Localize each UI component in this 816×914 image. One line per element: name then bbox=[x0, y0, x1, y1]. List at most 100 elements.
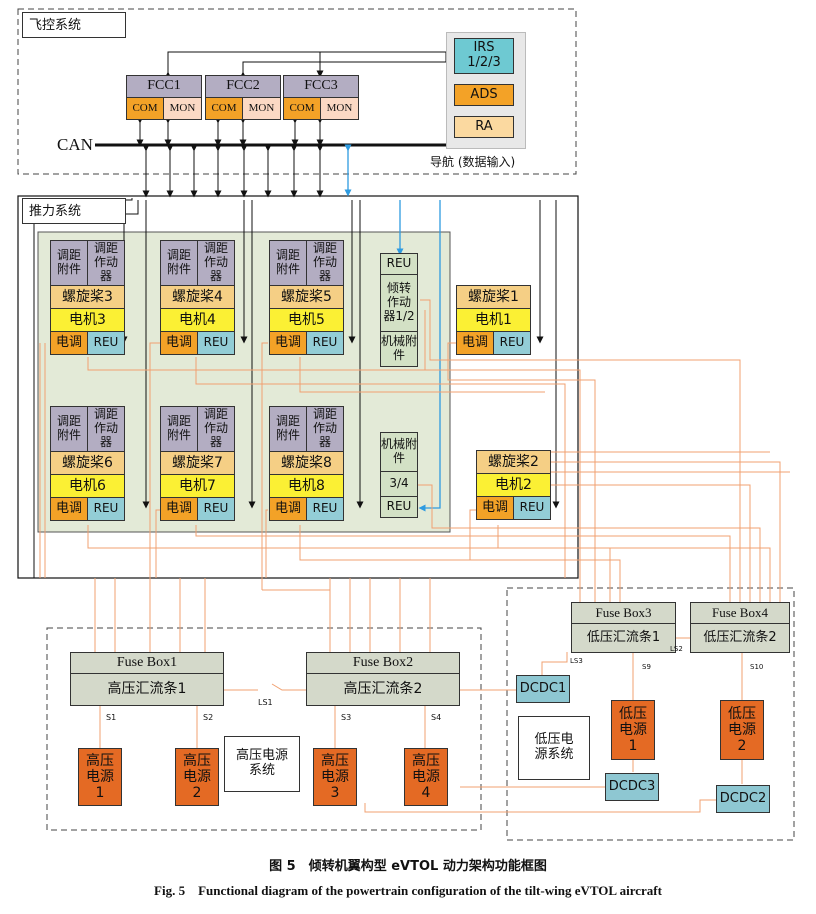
esc-8: 电调 bbox=[269, 497, 307, 521]
switch-s3: S3 bbox=[341, 713, 352, 722]
pitch-attachment-5: 调距附件 bbox=[269, 240, 307, 286]
lv-bus-2: 低压汇流条2 bbox=[690, 623, 790, 653]
lv-power-frame bbox=[506, 587, 795, 841]
esc-6: 电调 bbox=[50, 497, 88, 521]
esc-4: 电调 bbox=[160, 331, 198, 355]
pitch-attachment-6: 调距附件 bbox=[50, 406, 88, 452]
motor-3: 电机3 bbox=[50, 308, 125, 332]
pitch-actuator-5: 调距作动器 bbox=[306, 240, 344, 286]
fcc1-mon: MON bbox=[163, 97, 202, 120]
dcdc-3: DCDC3 bbox=[605, 773, 659, 801]
hv-bus-1: 高压汇流条1 bbox=[70, 673, 224, 706]
tilt-reu: REU bbox=[380, 253, 418, 275]
motor-6: 电机6 bbox=[50, 474, 125, 498]
hv-source-1: 高压电源1 bbox=[78, 748, 122, 806]
esc-3: 电调 bbox=[50, 331, 88, 355]
navigation-label: 导航 (数据输入) bbox=[430, 155, 516, 169]
tilt-attachment: 机械附件 bbox=[380, 331, 418, 367]
pitch-attachment-7: 调距附件 bbox=[160, 406, 198, 452]
propeller-3: 螺旋桨3 bbox=[50, 285, 125, 309]
propeller-6: 螺旋桨6 bbox=[50, 451, 125, 475]
propeller-2: 螺旋桨2 bbox=[476, 450, 551, 474]
pitch-attachment-3: 调距附件 bbox=[50, 240, 88, 286]
switch-ls2: LS2 bbox=[670, 645, 683, 653]
propulsion-frame bbox=[17, 195, 579, 579]
fcc3-com: COM bbox=[283, 97, 321, 120]
switch-s4: S4 bbox=[431, 713, 442, 722]
pitch-attachment-8: 调距附件 bbox=[269, 406, 307, 452]
reu-2: REU bbox=[513, 496, 551, 520]
reu-3: REU bbox=[87, 331, 125, 355]
esc-7: 电调 bbox=[160, 497, 198, 521]
irs-box: IRS 1/2/3 bbox=[454, 38, 514, 74]
switch-s1: S1 bbox=[106, 713, 117, 722]
can-bus-label: CAN bbox=[57, 135, 93, 154]
caption-cn: 图 5 倾转机翼构型 eVTOL 动力架构功能框图 bbox=[269, 859, 547, 874]
motor-5: 电机5 bbox=[269, 308, 344, 332]
switch-s2: S2 bbox=[203, 713, 214, 722]
motor-1: 电机1 bbox=[456, 308, 531, 332]
flight-control-label: 飞控系统 bbox=[22, 12, 126, 38]
propeller-8: 螺旋桨8 bbox=[269, 451, 344, 475]
caption-en: Fig. 5 Functional diagram of the powertr… bbox=[154, 883, 662, 898]
propeller-5: 螺旋桨5 bbox=[269, 285, 344, 309]
ads-box: ADS bbox=[454, 84, 514, 106]
hv-system-label: 高压电源系统 bbox=[224, 736, 300, 792]
lv-system-label: 低压电源系统 bbox=[518, 716, 590, 780]
dcdc-1: DCDC1 bbox=[516, 675, 570, 703]
fcc3-mon: MON bbox=[320, 97, 359, 120]
hv-source-2: 高压电源2 bbox=[175, 748, 219, 806]
switch-s9: S9 bbox=[642, 663, 651, 671]
fuse-box-3: Fuse Box3 bbox=[571, 602, 676, 624]
hv-power-frame bbox=[46, 627, 482, 831]
motor-4: 电机4 bbox=[160, 308, 235, 332]
hv-source-3: 高压电源3 bbox=[313, 748, 357, 806]
fuse-box-4: Fuse Box4 bbox=[690, 602, 790, 624]
mech-reu: REU bbox=[380, 496, 418, 518]
propeller-7: 螺旋桨7 bbox=[160, 451, 235, 475]
fcc1-box: FCC1 bbox=[126, 75, 202, 98]
mech-number: 3/4 bbox=[380, 471, 418, 497]
lv-source-1: 低压电源1 bbox=[611, 700, 655, 760]
hv-source-4: 高压电源4 bbox=[404, 748, 448, 806]
motor-8: 电机8 bbox=[269, 474, 344, 498]
lv-source-2: 低压电源2 bbox=[720, 700, 764, 760]
dcdc-2: DCDC2 bbox=[716, 785, 770, 813]
reu-6: REU bbox=[87, 497, 125, 521]
propulsion-label: 推力系统 bbox=[22, 198, 126, 224]
switch-s10: S10 bbox=[750, 663, 764, 671]
pitch-actuator-8: 调距作动器 bbox=[306, 406, 344, 452]
esc-1: 电调 bbox=[456, 331, 494, 355]
lv-bus-1: 低压汇流条1 bbox=[571, 623, 676, 653]
fcc3-box: FCC3 bbox=[283, 75, 359, 98]
fcc1-com: COM bbox=[126, 97, 164, 120]
fuse-box-2: Fuse Box2 bbox=[306, 652, 460, 674]
esc-2: 电调 bbox=[476, 496, 514, 520]
pitch-actuator-3: 调距作动器 bbox=[87, 240, 125, 286]
pitch-actuator-7: 调距作动器 bbox=[197, 406, 235, 452]
switch-ls1: LS1 bbox=[258, 698, 273, 707]
reu-8: REU bbox=[306, 497, 344, 521]
fcc2-mon: MON bbox=[242, 97, 281, 120]
reu-7: REU bbox=[197, 497, 235, 521]
motor-7: 电机7 bbox=[160, 474, 235, 498]
tilt-actuator: 倾转作动器1/2 bbox=[380, 274, 418, 332]
reu-4: REU bbox=[197, 331, 235, 355]
reu-1: REU bbox=[493, 331, 531, 355]
switch-ls3: LS3 bbox=[570, 657, 583, 665]
propeller-4: 螺旋桨4 bbox=[160, 285, 235, 309]
fuse-box-1: Fuse Box1 bbox=[70, 652, 224, 674]
mech-attachment: 机械附件 bbox=[380, 432, 418, 472]
propeller-1: 螺旋桨1 bbox=[456, 285, 531, 309]
hv-bus-2: 高压汇流条2 bbox=[306, 673, 460, 706]
reu-5: REU bbox=[306, 331, 344, 355]
ra-box: RA bbox=[454, 116, 514, 138]
pitch-actuator-6: 调距作动器 bbox=[87, 406, 125, 452]
motor-2: 电机2 bbox=[476, 473, 551, 497]
fcc2-box: FCC2 bbox=[205, 75, 281, 98]
pitch-attachment-4: 调距附件 bbox=[160, 240, 198, 286]
esc-5: 电调 bbox=[269, 331, 307, 355]
fcc2-com: COM bbox=[205, 97, 243, 120]
pitch-actuator-4: 调距作动器 bbox=[197, 240, 235, 286]
